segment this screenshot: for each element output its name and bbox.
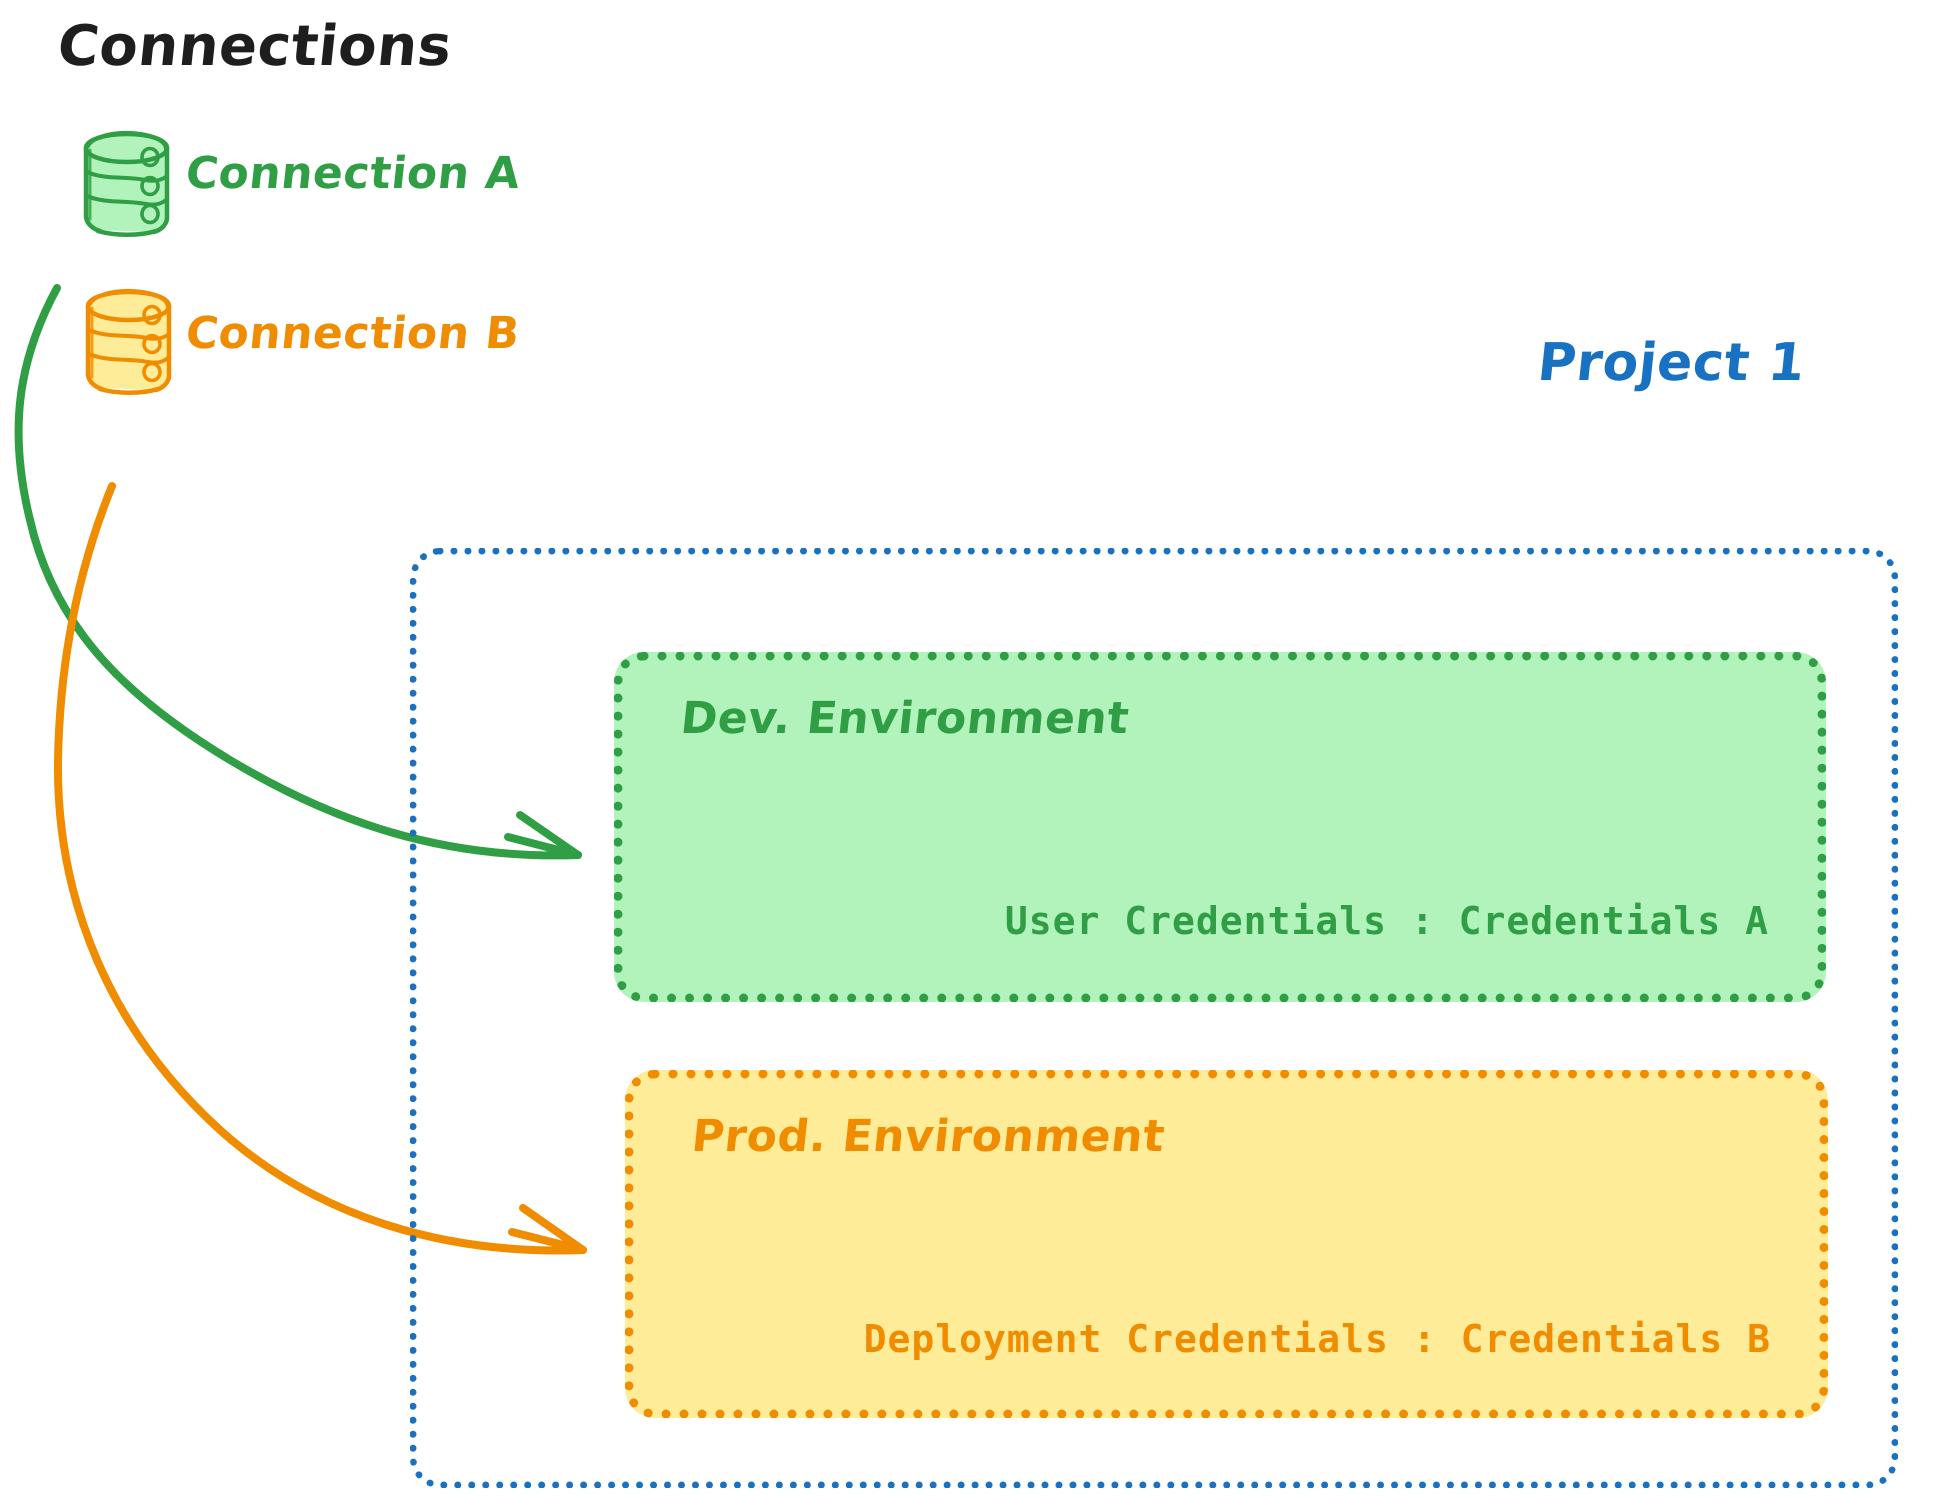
prod-credentials-line: Deployment Credentials : Credentials B — [863, 1317, 1771, 1361]
database-cylinder-icon — [85, 288, 172, 395]
connection-b-label: Connection B — [183, 308, 523, 359]
dev-environment-title: Dev. Environment — [678, 693, 1132, 744]
dev-credentials-line: User Credentials : Credentials A — [1004, 899, 1769, 943]
connection-a-label: Connection A — [183, 148, 523, 199]
project-title: Project 1 — [1534, 333, 1809, 393]
prod-environment-box: Prod. Environment Deployment Credentials… — [625, 1070, 1828, 1418]
dev-environment-box: Dev. Environment User Credentials : Cred… — [614, 652, 1826, 1002]
page-title: Connections — [54, 14, 456, 79]
project-container — [410, 548, 1898, 1488]
database-cylinder-icon — [83, 130, 170, 237]
prod-environment-title: Prod. Environment — [689, 1111, 1168, 1162]
